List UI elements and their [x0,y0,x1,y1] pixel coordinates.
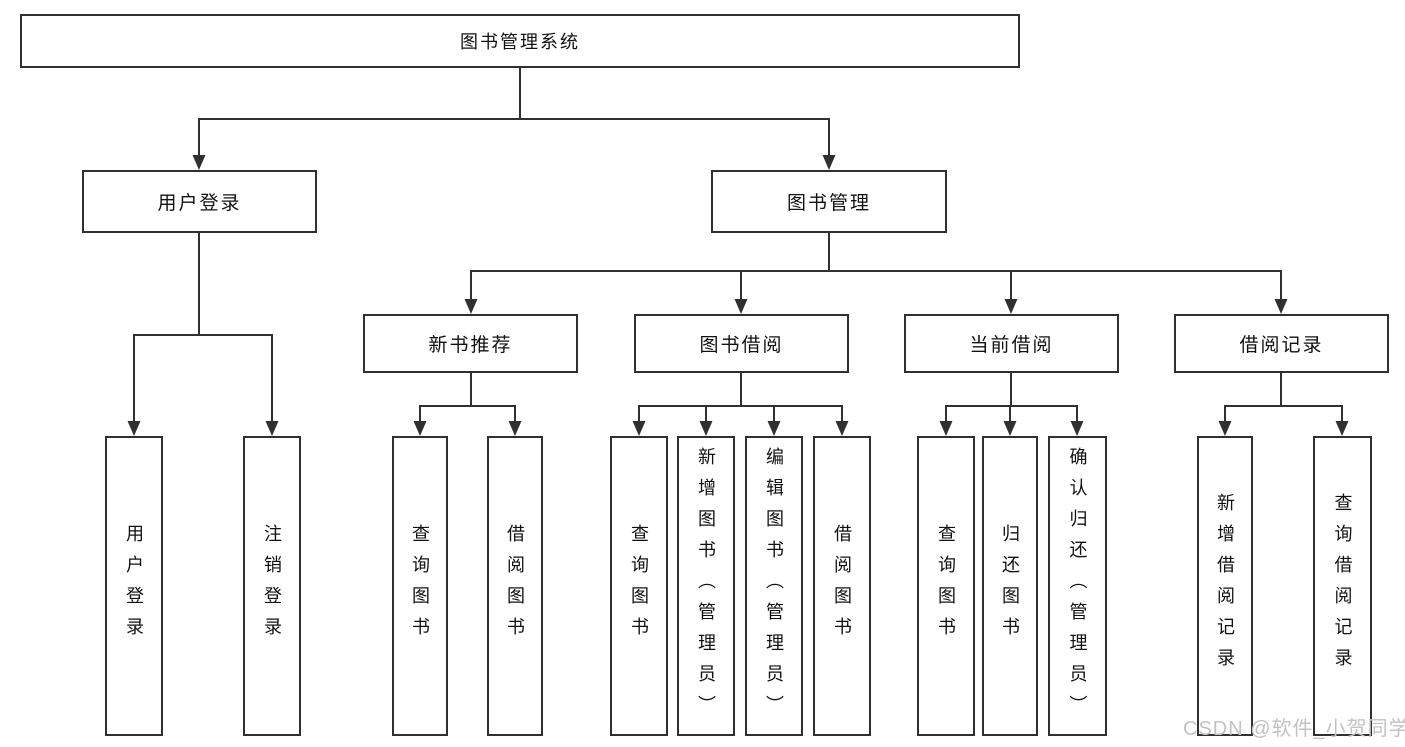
arrow-down-icon [1335,421,1349,436]
arrow-down-icon [1070,421,1084,436]
leaf-edit-book-admin: 编辑图书（管理员） [745,436,803,736]
arrow-down-icon [939,421,953,436]
leaf-query-books-borrow: 查询图书 [610,436,668,736]
leaf-return-books: 归还图书 [982,436,1038,736]
node-new-book-recommend: 新书推荐 [363,314,578,373]
leaf-confirm-return-admin: 确认归还（管理员） [1048,436,1107,736]
arrow-down-icon [265,421,279,436]
tree-edges [133,68,1343,422]
arrow-down-icon [508,421,522,436]
leaf-query-books-recommend: 查询图书 [392,436,448,736]
node-book-management: 图书管理 [711,170,947,233]
leaf-borrow-books: 借阅图书 [813,436,871,736]
csdn-watermark: CSDN @软件_小贺同学 [1183,718,1405,740]
arrow-down-icon [1274,299,1288,314]
arrow-down-icon [822,155,836,170]
arrow-down-icon [699,421,713,436]
arrow-down-icon [192,155,206,170]
arrow-down-icon [413,421,427,436]
node-root-library-system: 图书管理系统 [20,14,1020,68]
arrow-down-icon [767,421,781,436]
arrow-down-icon [127,421,141,436]
arrow-down-icon [1003,421,1017,436]
arrow-down-icon [632,421,646,436]
node-borrow-records: 借阅记录 [1174,314,1389,373]
leaf-borrow-books-recommend: 借阅图书 [487,436,543,736]
arrow-down-icon [464,299,478,314]
leaf-user-login: 用户登录 [105,436,163,736]
arrow-down-icon [1004,299,1018,314]
leaf-query-borrow-record: 查询借阅记录 [1313,436,1372,736]
node-current-borrow: 当前借阅 [904,314,1119,373]
arrow-down-icon [1218,421,1232,436]
arrow-down-icon [734,299,748,314]
node-user-login: 用户登录 [82,170,317,233]
leaf-logout: 注销登录 [243,436,301,736]
leaf-query-books-current: 查询图书 [917,436,975,736]
node-book-borrow: 图书借阅 [634,314,849,373]
leaf-add-borrow-record: 新增借阅记录 [1197,436,1253,736]
arrow-down-icon [835,421,849,436]
leaf-add-book-admin: 新增图书（管理员） [677,436,735,736]
